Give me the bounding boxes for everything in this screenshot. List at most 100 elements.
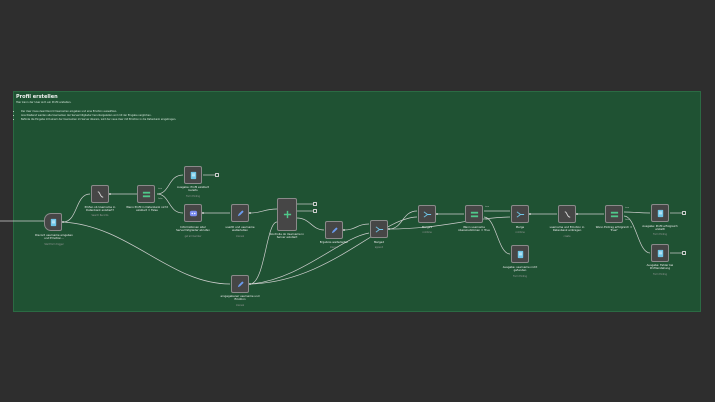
connection [156, 193, 184, 214]
form-icon [657, 249, 663, 257]
connection [156, 174, 184, 195]
form-icon [50, 218, 56, 226]
connection [296, 217, 325, 231]
node-output-not-found[interactable] [511, 245, 529, 263]
connection [249, 232, 370, 285]
output-port [343, 229, 345, 231]
node-output-success[interactable] [651, 204, 669, 222]
output-port [249, 212, 251, 214]
node-subtitle: manual [235, 235, 245, 238]
merge-icon [423, 210, 431, 218]
node-subtitle: Form Ending [513, 275, 527, 278]
add-node-button[interactable] [682, 251, 686, 255]
connection [62, 193, 91, 223]
node-output-error[interactable] [651, 244, 669, 262]
edge-label-false: false [485, 219, 490, 221]
form-icon [517, 250, 523, 258]
node-userid-forward[interactable] [231, 204, 249, 222]
connection [623, 211, 651, 214]
add-node-button[interactable] [313, 202, 317, 206]
node-merge[interactable] [511, 205, 529, 223]
node-subtitle: Search Records [91, 214, 109, 217]
output-port [62, 221, 64, 223]
note-bullet: Anschließend werden alle Usernamen der S… [21, 114, 176, 118]
node-label: Ausgabe: Profil erfolgreich erstellt [642, 224, 678, 232]
note-title: Profil erstellen [16, 94, 58, 100]
edge-label-true: true [485, 206, 490, 208]
form-icon [657, 209, 663, 217]
sticky-note[interactable] [13, 91, 701, 312]
note-bullet: Befinde die Eingabe mit einem der Userna… [21, 118, 176, 122]
output-port [202, 212, 204, 214]
connection [388, 216, 511, 230]
pencil-icon [237, 280, 244, 287]
output-port [249, 283, 251, 285]
edge-label-false: false [625, 219, 630, 221]
node-entered-forward[interactable] [231, 275, 249, 293]
node-if-profile-exists[interactable] [137, 185, 155, 203]
output-port [436, 213, 438, 215]
node-label: Wenn Eintrag erfolgreich = True? [595, 225, 633, 233]
node-label: Merge1 [421, 225, 433, 229]
node-if-success[interactable] [605, 205, 623, 223]
if-icon [470, 211, 478, 217]
node-label: Ausgabe: username nicht gefunden [502, 265, 538, 273]
output-port [529, 213, 531, 215]
note-subtitle: Hier kann der User sich ein Profil erste… [16, 101, 72, 104]
add-node-button[interactable] [313, 209, 317, 213]
connection [62, 221, 231, 285]
node-merge1[interactable] [418, 205, 436, 223]
node-label: Informationen aller Servermitglieder abr… [176, 225, 210, 233]
edge-label-false: false [158, 198, 163, 200]
node-subtitle: create [563, 235, 571, 238]
node-subtitle: manual [235, 304, 245, 307]
node-if-username-match[interactable] [465, 205, 483, 223]
node-subtitle: append [374, 246, 384, 249]
if-icon [610, 211, 618, 217]
pencil-icon [237, 209, 244, 216]
output-port [109, 193, 111, 195]
node-label: Kontrolle ob Username in Server existier… [270, 232, 304, 240]
node-subtitle: manual [329, 246, 339, 249]
node-merge2[interactable] [370, 220, 388, 238]
output-port [576, 213, 578, 215]
connection [483, 216, 511, 255]
node-check-db[interactable] [91, 185, 109, 203]
note-bullet: Der User muss zwei Discord Usernamen ein… [21, 110, 176, 114]
node-server-members[interactable] [184, 204, 202, 222]
node-results-forward[interactable] [325, 221, 343, 239]
database-icon [564, 210, 570, 218]
pencil-icon [331, 226, 338, 233]
if-icon [142, 191, 150, 197]
discord-icon [189, 210, 197, 216]
connection [343, 223, 370, 231]
connection [249, 221, 278, 285]
form-icon [190, 171, 196, 179]
node-output-profile-exists[interactable] [184, 166, 202, 184]
search-db-icon [97, 190, 103, 198]
node-label: Ausgabe: Profil existiert bereits [177, 185, 209, 193]
node-label: Wenn username übereinstimmen = True [458, 225, 490, 233]
add-node-button[interactable] [215, 173, 219, 177]
node-subtitle: Form Ending [653, 273, 667, 276]
note-bullets: Der User muss zwei Discord Usernamen ein… [16, 110, 176, 122]
code-plus-icon [283, 210, 291, 219]
node-label: Prüfen ob Username in Datenbank existier… [84, 205, 116, 213]
node-label: Merge2 [373, 240, 385, 244]
node-insert-db[interactable] [558, 205, 576, 223]
node-subtitle: Form Ending [186, 195, 200, 198]
connection [249, 216, 418, 285]
node-discord-form[interactable] [44, 213, 62, 231]
edge-label-true: true [158, 188, 163, 190]
connection [249, 208, 278, 214]
node-label: Discord username eingeben und Emotion... [35, 233, 73, 241]
connection [623, 215, 651, 254]
node-subtitle: Start form trigger [44, 243, 64, 246]
add-node-button[interactable] [682, 211, 686, 215]
node-check-server[interactable] [277, 198, 297, 231]
node-label: eingegebener username und Emotion [220, 294, 260, 302]
merge-icon [516, 210, 524, 218]
node-subtitle: Form Ending [653, 233, 667, 236]
node-label: username und Emotion in Datenbank eintra… [549, 225, 585, 233]
